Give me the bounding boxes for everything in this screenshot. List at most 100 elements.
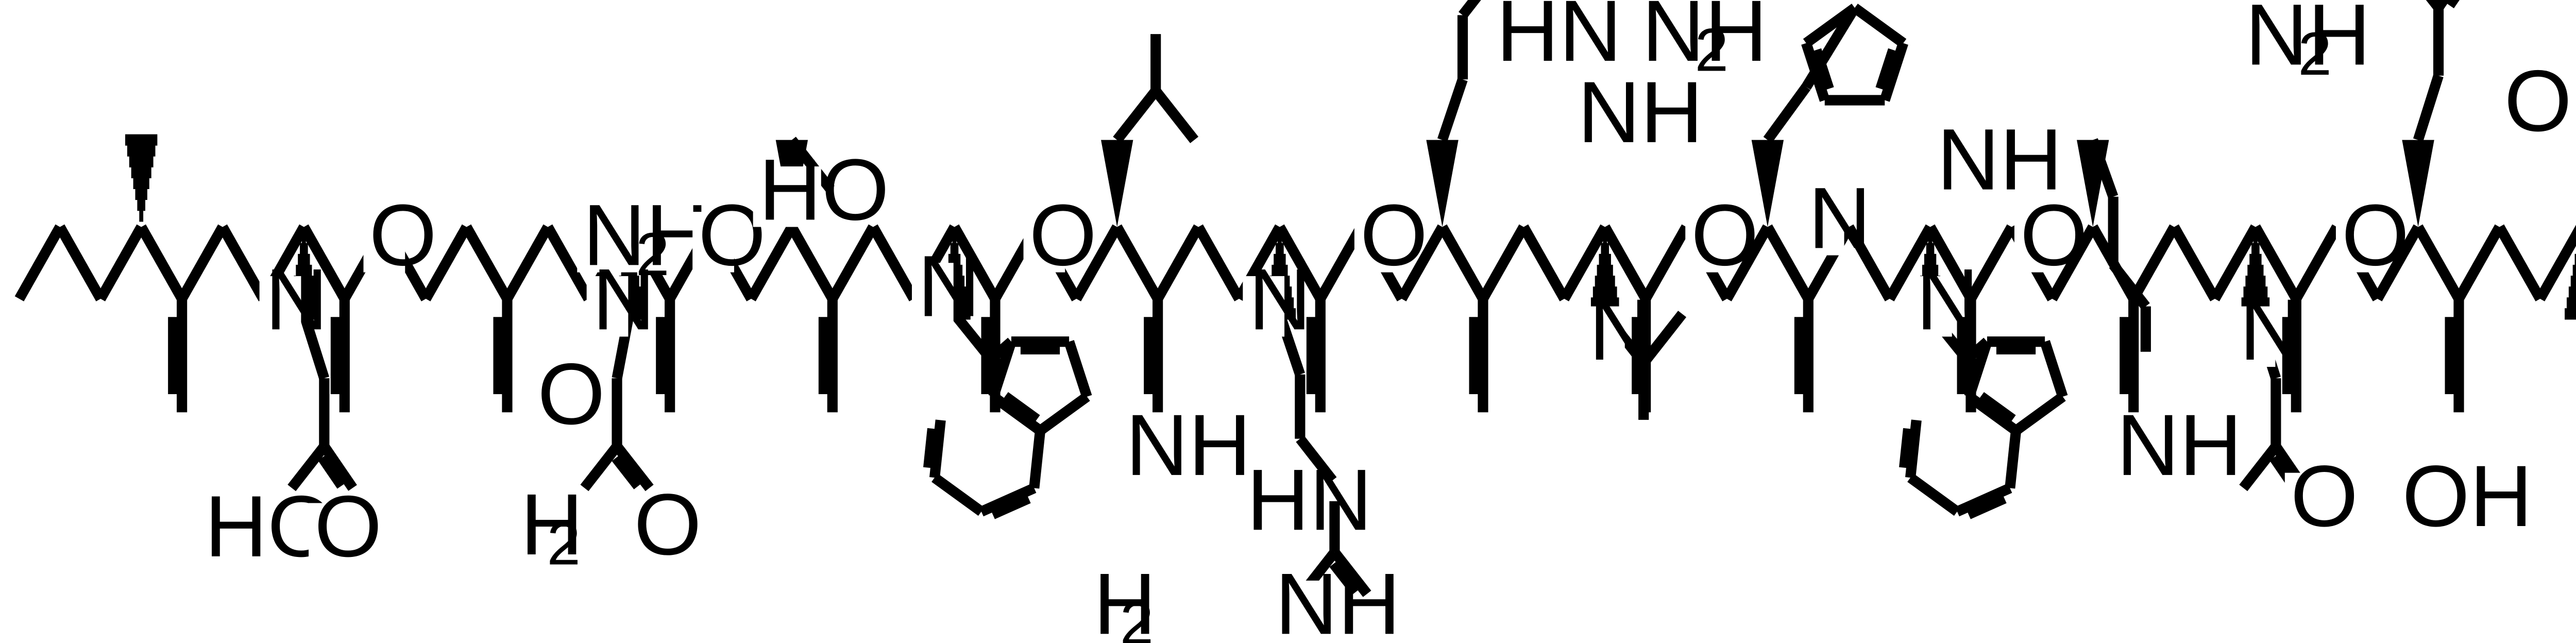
backbone-n-to-alpha-b (2372, 224, 2423, 301)
his-cb-cg (1763, 83, 1811, 143)
svg-text:O: O (314, 478, 382, 575)
svg-text:2: 2 (1120, 589, 1154, 643)
atom-label-arg8-nh: NH (1269, 555, 1401, 643)
atom-label-glu14-amide-n: N (2233, 281, 2302, 378)
glu-cd-oh (2239, 443, 2280, 492)
hash-stereo-bond-Ile-1 (125, 134, 158, 222)
svg-text:O: O (2291, 447, 2358, 545)
atom-label-gln-side-o: O (628, 476, 702, 573)
trp-pyrrole-2 (2040, 340, 2068, 398)
backbone-alpha-to-carbonyl (1437, 224, 1488, 301)
atom-label-his11-c-o: O (1685, 186, 1759, 283)
his-ring-2 (1879, 41, 1908, 102)
svg-text:N: N (1916, 250, 1979, 348)
svg-text:N: N (265, 250, 328, 348)
backbone-carbonyl-to-n (502, 224, 553, 301)
trp-benzene-5 (1966, 392, 2019, 435)
svg-text:H: H (1093, 555, 1156, 643)
glu-cd-oh (287, 443, 329, 492)
atom-label-gln-amide-n: N (586, 250, 655, 348)
backbone-alpha-to-carbonyl (462, 224, 512, 301)
svg-text:N: N (1808, 169, 1871, 266)
backbone-n-to-alpha-a (2170, 224, 2219, 301)
atom-label-glu2-carbonyl-o: O (363, 186, 437, 283)
atom-label-gly-amide-o: O (532, 345, 605, 443)
backbone-n-to-alpha-a (1844, 224, 1894, 301)
backbone-alpha-to-carbonyl (1275, 224, 1325, 301)
glu-cb-cg (299, 312, 329, 380)
arg-cb-cg (1437, 77, 1468, 142)
backbone-n-to-alpha-b (2210, 224, 2260, 301)
backbone-n-to-alpha-b (1885, 224, 1935, 301)
leu-cg-cd1 (1151, 87, 1199, 143)
svg-text:NH: NH (1126, 396, 1251, 494)
ile-terminal-methyl (14, 224, 65, 301)
svg-text:O: O (2504, 52, 2572, 149)
trp-benzene-4 (1029, 430, 1046, 489)
his-ring-1 (1852, 4, 1907, 47)
glu-cd-o-double (2434, 0, 2450, 11)
svg-text:NH: NH (1937, 111, 2062, 208)
svg-text:O: O (537, 345, 605, 443)
leu-cg-cd1 (1639, 311, 1687, 366)
backbone-n-to-alpha-a (1519, 224, 1569, 301)
svg-text:NH: NH (1578, 63, 1703, 161)
trp-benzene-5 (990, 392, 1043, 435)
ile-chb-bond (96, 224, 146, 301)
atom-label-ser-oh: HO (753, 141, 889, 238)
lys-cd-ce (2109, 261, 2150, 310)
backbone-carbonyl-to-n (177, 224, 227, 301)
backbone-alpha-to-carbonyl (299, 224, 349, 301)
ser-ch2-o (787, 137, 835, 193)
svg-text:HN: HN (1247, 451, 1372, 548)
svg-text:NH: NH (583, 186, 708, 283)
backbone-alpha-to-carbonyl (950, 224, 1000, 301)
wedge-stereo-bond-Glu-15 (2402, 140, 2434, 227)
atom-label-glu15-o: O (2498, 52, 2572, 149)
wedge-stereo-bond-His-11 (1751, 140, 1784, 227)
his-cg-ring (1802, 5, 1859, 90)
backbone-alpha-to-carbonyl (2251, 224, 2301, 301)
trp-benzene-4 (2005, 430, 2022, 489)
trp-benzene-3 (1955, 483, 2012, 517)
glu-cd-o-double-second (2445, 0, 2460, 9)
glu-cb-cg (2413, 74, 2444, 142)
svg-text:O: O (1360, 186, 1428, 283)
svg-text:O: O (2342, 186, 2409, 283)
atom-label-glu14-c-o: O (2335, 186, 2409, 283)
gln-cd-o-double (613, 443, 654, 492)
backbone-alpha-to-carbonyl (787, 224, 837, 301)
trp-pyrrole-2 (1064, 340, 1092, 398)
backbone-alpha-to-carbonyl (1600, 224, 1650, 301)
backbone-carbonyl-to-n (1153, 224, 1203, 301)
glu-cd-o-double-second (318, 454, 346, 489)
atom-label-arg9-nh2: NH2 (1636, 0, 1768, 83)
backbone-alpha-to-carbonyl (1925, 224, 1976, 301)
svg-text:O: O (2020, 186, 2088, 283)
hash-stereo-bond-His-16 (2565, 253, 2576, 320)
atom-label-trp12-amide-n: N (1910, 250, 1979, 348)
svg-text:2: 2 (636, 221, 669, 288)
atom-label-leu7-amide-n: N (1243, 250, 1311, 348)
atom-label-arg8-hn: HN (1241, 451, 1372, 548)
atom-label-arg8-c-o: O (1354, 186, 1428, 283)
trp-pyrrole-3 (2013, 392, 2066, 435)
backbone-alpha-to-carbonyl (2413, 224, 2464, 301)
svg-text:N: N (2240, 281, 2302, 378)
trp-cg-ring (987, 337, 1015, 364)
svg-text:2: 2 (1695, 16, 1728, 83)
svg-text:NH: NH (1642, 0, 1768, 79)
trp-benzene-1-second (923, 428, 938, 468)
glu-cd-oh (2426, 0, 2443, 11)
trp-benzene-5-second (1978, 392, 2016, 424)
backbone-n-to-alpha-a (1194, 224, 1244, 301)
trp-benzene-1 (929, 419, 946, 479)
trp-pyrrole-3 (1037, 392, 1090, 435)
svg-text:N: N (918, 238, 980, 335)
atom-label-lys-nh2: NH2 (2239, 0, 2371, 88)
backbone-carbonyl-to-n (2454, 224, 2504, 301)
trp-cb-cg (950, 310, 995, 363)
atom-label-trp12-nh: NH (2111, 396, 2242, 494)
